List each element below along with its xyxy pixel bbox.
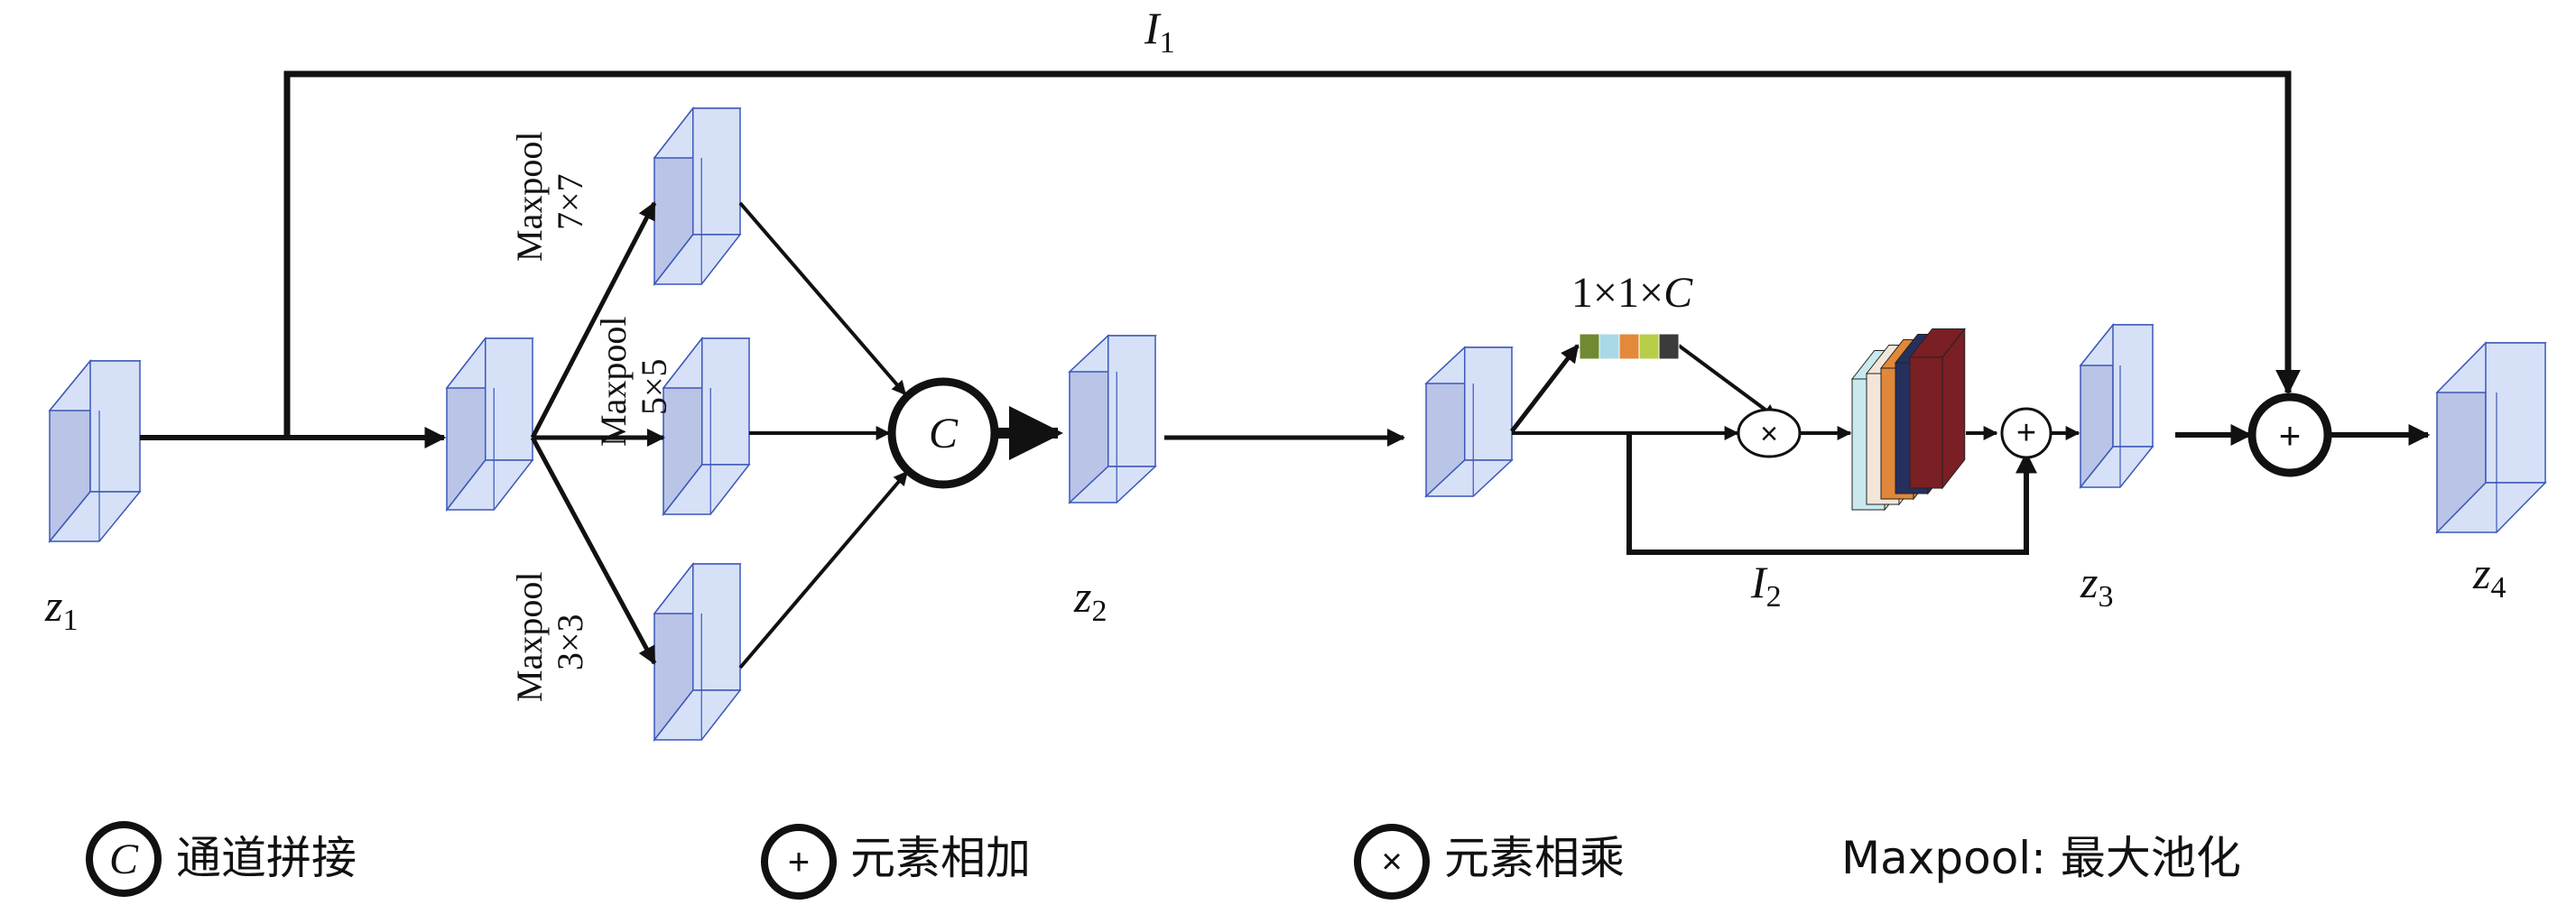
svg-text:7×7: 7×7 — [550, 173, 590, 230]
svg-text:C: C — [929, 410, 959, 457]
channel-vector — [1579, 333, 1680, 360]
svg-text:Maxpool: 最大池化: Maxpool: 最大池化 — [1841, 832, 2241, 884]
cube-z4 — [2435, 341, 2547, 534]
legend-maxpool: Maxpool: 最大池化 — [1841, 832, 2241, 884]
svg-text:+: + — [2279, 414, 2302, 457]
cube-front-face — [89, 360, 141, 493]
cube-bottom-face — [653, 234, 742, 285]
cube-front-face — [485, 337, 533, 461]
label-I2: I2 — [1750, 557, 1782, 614]
arrow-vector-to-mul — [1677, 344, 1778, 420]
label-z3: z3 — [2080, 557, 2113, 614]
residual-connection-I2 — [1626, 433, 2037, 555]
cube-bottom-face — [2079, 446, 2154, 488]
arrow-to-channel-vector — [1510, 344, 1580, 433]
arrow-to-maxpool-7x7 — [530, 201, 657, 439]
svg-text:C: C — [109, 836, 139, 883]
label-channel-dim: 1×1×C — [1571, 269, 1693, 317]
cube-front-face — [701, 337, 750, 466]
svg-text:Maxpool: Maxpool — [509, 572, 550, 702]
svg-text:3×3: 3×3 — [550, 614, 590, 670]
label-z1: z1 — [44, 580, 78, 637]
feature-cubes — [48, 106, 2547, 743]
cube-bottom-face — [445, 459, 534, 511]
cube-bottom-face — [662, 464, 751, 515]
legend-concat: C 通道拼接 — [86, 821, 357, 897]
label-maxpool-3x3: Maxpool 3×3 — [509, 572, 590, 702]
add-operator-final: + — [2247, 392, 2332, 477]
svg-text:5×5: 5×5 — [634, 358, 674, 415]
legend: C 通道拼接 + 元素相加 × 元素相乘 Maxpool: 最大池化 — [86, 821, 2241, 900]
cube-maxpool-3x3 — [653, 561, 742, 743]
cube-front-face — [2112, 324, 2154, 448]
connections — [140, 70, 2431, 670]
channel-cell — [1618, 333, 1640, 360]
multiply-operator: × — [1737, 408, 1802, 458]
cube-bottom-face — [1424, 459, 1514, 497]
label-maxpool-7x7: Maxpool 7×7 — [509, 132, 590, 262]
cube-bottom-face — [1068, 466, 1157, 503]
label-z4: z4 — [2472, 548, 2506, 605]
cube-z2 — [1068, 334, 1157, 504]
cube-front-face — [692, 563, 741, 691]
svg-text:通道拼接: 通道拼接 — [176, 832, 357, 884]
cube-front-face — [2485, 342, 2546, 484]
weighted-feature-stack — [1850, 328, 1966, 512]
skip-connection-I1 — [283, 70, 2301, 438]
label-maxpool-5x5: Maxpool 5×5 — [593, 317, 674, 447]
cube-bottom-face — [2435, 482, 2547, 533]
svg-text:×: × — [1381, 842, 1402, 882]
svg-text:元素相加: 元素相加 — [850, 832, 1031, 884]
cube-z1 — [48, 358, 142, 544]
channel-cell — [1658, 333, 1680, 360]
channel-cell — [1598, 333, 1620, 360]
arrow-7x7-to-concat — [738, 201, 907, 396]
cube-attention-input — [1424, 346, 1514, 498]
cube-branch-input — [445, 336, 534, 513]
cube-bottom-face — [48, 491, 142, 542]
channel-cell — [1579, 333, 1600, 360]
svg-text:Maxpool: Maxpool — [509, 132, 550, 262]
stack-layer-side — [1941, 328, 1966, 490]
channel-cell — [1638, 333, 1660, 360]
concat-operator: C — [887, 377, 999, 489]
svg-text:+: + — [2016, 414, 2036, 452]
cube-bottom-face — [653, 689, 742, 741]
svg-text:元素相乘: 元素相乘 — [1444, 832, 1625, 884]
stack-layer — [1909, 356, 1943, 489]
add-operator-small: + — [2000, 407, 2052, 459]
svg-text:×: × — [1760, 417, 1778, 451]
legend-multiply: × 元素相乘 — [1354, 824, 1625, 900]
arrow-3x3-to-concat — [738, 470, 909, 670]
label-z2: z2 — [1073, 571, 1107, 628]
cube-front-face — [1464, 346, 1513, 461]
cube-front-face — [692, 107, 741, 235]
cube-front-face — [1107, 335, 1156, 467]
cube-maxpool-5x5 — [662, 336, 751, 517]
arrow-to-maxpool-3x3 — [530, 436, 657, 665]
svg-text:Maxpool: Maxpool — [593, 317, 634, 447]
legend-add: + 元素相加 — [761, 824, 1031, 900]
cube-z3 — [2079, 322, 2154, 490]
cube-maxpool-7x7 — [653, 106, 742, 287]
svg-text:+: + — [788, 840, 811, 882]
label-I1: I1 — [1144, 3, 1175, 60]
